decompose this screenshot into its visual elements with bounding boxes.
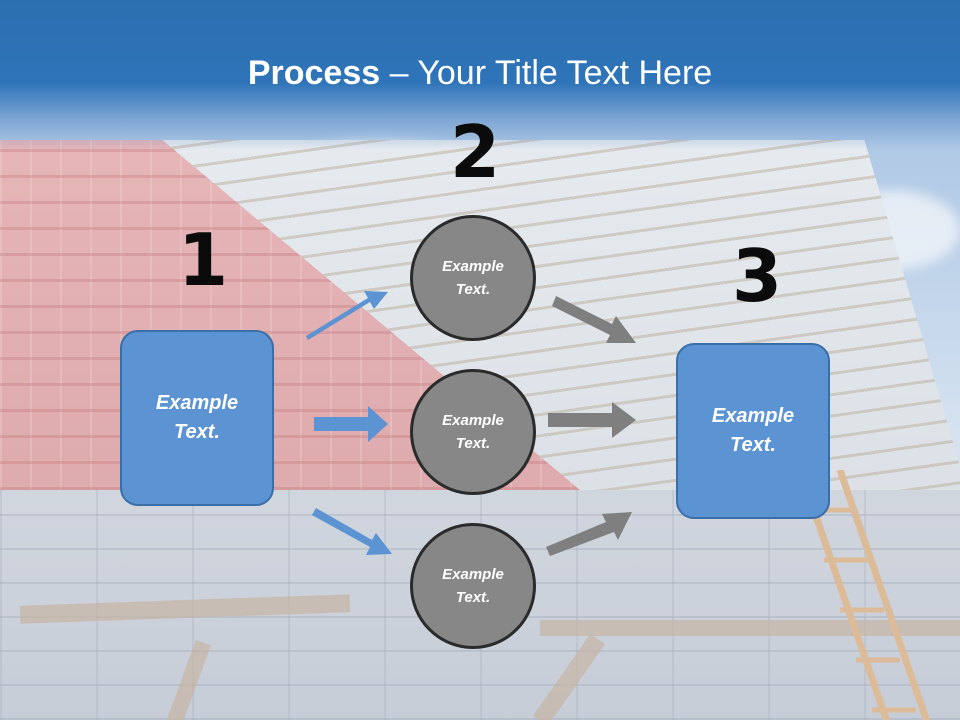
step-number-2: 2 [450,110,501,194]
step-number-3: 3 [732,234,783,318]
circle-middle-text-line2: Text. [455,435,491,452]
circle-bottom-text-line2: Text. [455,589,491,606]
title-rest: – Your Title Text Here [380,54,713,92]
arrow-down-right-icon [552,296,636,343]
circle-top-text-line1: Example [442,258,504,275]
arrow-up-right-icon [546,512,632,556]
title-bold: Process [247,54,381,92]
circle-top-text-line2: Text. [455,281,491,298]
blue-arrows [306,291,392,555]
step-3-text-line2: Text. [730,434,776,456]
step-3-text-line1: Example [711,405,795,427]
arrow-right-icon [548,402,636,438]
step-1-text-line1: Example [155,392,239,414]
header-band: Process – Your Title Text Here [0,0,960,150]
arrow-down-right-icon [312,508,392,555]
slide-title: Process – Your Title Text Here [0,54,960,93]
circle-middle-text-line1: Example [442,412,504,429]
arrow-up-right-icon [306,291,388,340]
circle-bottom-text-line1: Example [442,566,504,583]
step-1-text-line2: Text. [174,421,220,443]
step-number-1: 1 [178,218,229,302]
grey-arrows [546,296,636,556]
arrow-right-icon [314,406,388,442]
